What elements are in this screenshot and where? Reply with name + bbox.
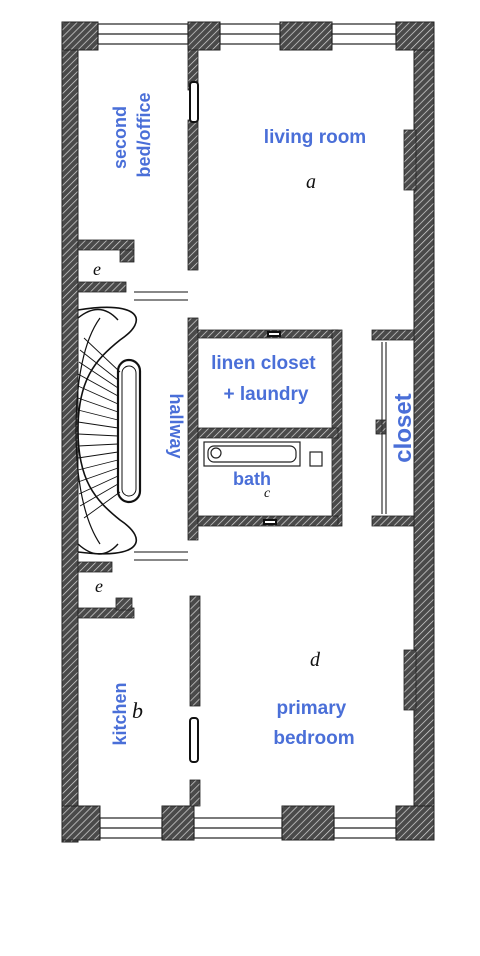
label-living-room: living room [264,127,366,148]
bathtub-drain [210,447,222,459]
label-hallway: hallway [166,393,186,458]
partition-upper-b [187,119,199,271]
closet-bottom-wall [371,515,415,527]
stair-newel-inner [121,365,137,497]
closet-top-wall [371,329,415,341]
outer-walls [61,21,435,843]
chimney-breasts [403,129,417,711]
bottom-pier-4 [395,805,435,841]
label-kitchen: kitchen [110,682,130,745]
linen-bath-divider [197,427,339,439]
fireplace-upper [189,81,199,123]
mark-d: d [310,649,321,671]
breast-upper [403,129,417,191]
plan-marks: a e e c d b [93,171,321,723]
label-linen-closet: linen closet + laundry [211,353,321,405]
label-second-line2: bed/office [134,92,154,177]
closet-e-upper-bottom [77,281,127,293]
windows [97,23,397,839]
stair-newel [116,358,142,504]
label-primary-line2: bedroom [273,728,354,749]
label-primary-bedroom: primary bedroom [273,698,354,749]
fireplace-lower [189,717,199,763]
top-pier-2 [187,21,221,51]
vent-upper [267,331,281,337]
right-wall [413,21,435,841]
mark-b: b [132,698,143,723]
label-bath: bath [233,469,271,489]
mark-e-upper: e [93,259,101,279]
bath-fixtures [203,441,323,467]
kitchen-top-wall [77,607,135,619]
staircase [75,291,188,561]
bathtub-inner [207,445,297,463]
room-labels: second bed/office living room linen clos… [110,92,417,749]
closet-e-lower-top [77,561,113,573]
mark-c: c [264,486,271,501]
breast-lower [403,649,417,711]
office-bottom-jamb [119,249,135,263]
vent-lower [263,519,277,525]
mark-a: a [306,171,316,193]
top-pier-3 [279,21,333,51]
fireplaces [189,81,281,763]
top-pier-1 [61,21,99,51]
toilet [309,451,323,467]
label-linen-line1: linen closet [211,353,316,374]
closet-jamb [375,419,387,435]
office-bottom-wall [77,239,135,251]
label-second: second bed/office [110,92,154,177]
label-linen-line2: + laundry [224,384,309,405]
mark-e-lower: e [95,576,103,596]
bottom-pier-3 [281,805,335,841]
stair-treads [77,337,121,519]
partition-lower-b [189,779,201,807]
core-left-wall [187,317,199,541]
bottom-pier-2 [161,805,195,841]
stair-inner-curve [75,317,101,545]
bathtub [203,441,301,467]
kitchen-top-jamb [115,597,133,611]
label-closet: closet [390,393,417,462]
bottom-pier-1 [61,805,101,841]
stair-outline [77,306,138,555]
label-second-line1: second [110,106,130,169]
closet-doors [381,342,387,514]
label-primary-line1: primary [277,698,347,719]
partition-lower-a [189,595,201,707]
top-pier-4 [395,21,435,51]
